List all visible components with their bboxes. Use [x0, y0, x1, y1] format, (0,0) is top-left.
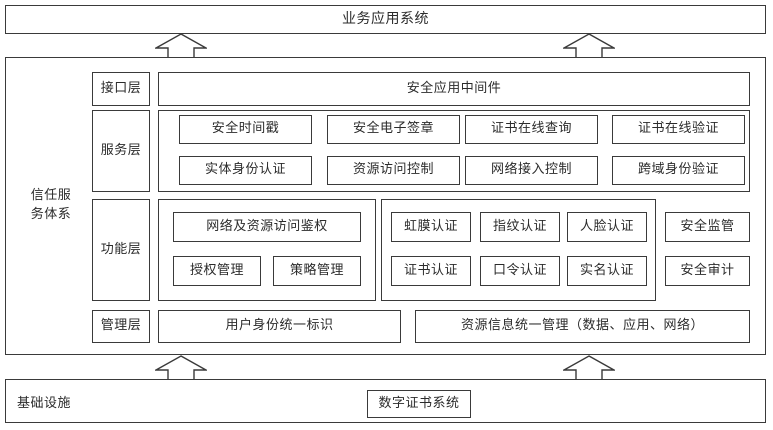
function-item-certificate-auth[interactable]: 证书认证 [391, 256, 471, 286]
arrow-up-right-bottom [563, 355, 615, 380]
arrow-up-left-top [155, 33, 207, 58]
function-item-certificate-auth-label: 证书认证 [403, 262, 458, 278]
function-item-security-audit[interactable]: 安全审计 [665, 256, 750, 286]
function-item-face-auth[interactable]: 人脸认证 [567, 212, 647, 242]
function-item-authorization-management[interactable]: 授权管理 [173, 256, 261, 286]
service-item-resource-access-control[interactable]: 资源访问控制 [327, 156, 460, 185]
arrow-up-right-top [563, 33, 615, 58]
service-item-network-access-control-label: 网络接入控制 [490, 162, 572, 178]
service-item-secure-timestamp-label: 安全时间戳 [211, 121, 280, 137]
function-item-iris-auth[interactable]: 虹膜认证 [391, 212, 471, 242]
layer-label-management-text: 管理层 [100, 318, 142, 334]
trust-service-system-label: 信任服务体系 [30, 188, 72, 222]
management-item-unified-user-identity-label: 用户身份统一标识 [225, 318, 334, 334]
service-item-cert-online-query-label: 证书在线查询 [490, 121, 572, 137]
security-application-middleware-label: 安全应用中间件 [406, 80, 502, 96]
function-item-face-auth-label: 人脸认证 [579, 218, 634, 234]
function-item-policy-management[interactable]: 策略管理 [273, 256, 361, 286]
function-item-security-supervision[interactable]: 安全监管 [665, 212, 750, 242]
service-item-cross-domain-identity-verify-label: 跨域身份验证 [637, 162, 719, 178]
function-item-policy-management-label: 策略管理 [289, 262, 344, 278]
arrow-up-left-bottom [155, 355, 207, 380]
function-item-password-auth[interactable]: 口令认证 [480, 256, 560, 286]
function-item-realname-auth-label: 实名认证 [579, 262, 634, 278]
function-item-network-resource-access-auth[interactable]: 网络及资源访问鉴权 [173, 212, 361, 242]
service-item-secure-timestamp[interactable]: 安全时间戳 [179, 115, 312, 144]
function-item-security-audit-label: 安全审计 [680, 262, 735, 278]
infrastructure-label: 基础设施 [17, 395, 72, 411]
business-application-system-label: 业务应用系统 [342, 11, 429, 28]
infrastructure-label-wrap: 基础设施 [17, 379, 137, 423]
layer-label-interface[interactable]: 接口层 [92, 72, 150, 106]
service-item-cert-online-query[interactable]: 证书在线查询 [465, 115, 598, 144]
service-item-secure-eseal-label: 安全电子签章 [352, 121, 434, 137]
function-item-iris-auth-label: 虹膜认证 [403, 218, 458, 234]
service-item-entity-identity-auth[interactable]: 实体身份认证 [179, 156, 312, 185]
business-application-system-box[interactable]: 业务应用系统 [5, 5, 766, 34]
function-item-fingerprint-auth-label: 指纹认证 [492, 218, 547, 234]
function-item-realname-auth[interactable]: 实名认证 [567, 256, 647, 286]
service-item-cert-online-verify[interactable]: 证书在线验证 [612, 115, 745, 144]
service-item-secure-eseal[interactable]: 安全电子签章 [327, 115, 460, 144]
layer-label-function[interactable]: 功能层 [92, 199, 150, 301]
service-item-cross-domain-identity-verify[interactable]: 跨域身份验证 [612, 156, 745, 185]
layer-label-service-text: 服务层 [100, 142, 142, 158]
security-application-middleware-box[interactable]: 安全应用中间件 [158, 72, 750, 106]
function-item-password-auth-label: 口令认证 [492, 262, 547, 278]
function-item-fingerprint-auth[interactable]: 指纹认证 [480, 212, 560, 242]
infrastructure-item-digital-certificate-system[interactable]: 数字证书系统 [367, 390, 471, 418]
layer-label-interface-text: 接口层 [100, 80, 142, 96]
service-item-network-access-control[interactable]: 网络接入控制 [465, 156, 598, 185]
layer-label-service[interactable]: 服务层 [92, 110, 150, 192]
function-item-network-resource-access-auth-label: 网络及资源访问鉴权 [206, 218, 328, 234]
management-item-unified-resource-management[interactable]: 资源信息统一管理（数据、应用、网络） [415, 310, 750, 343]
infrastructure-item-digital-certificate-system-label: 数字证书系统 [378, 395, 460, 411]
service-item-resource-access-control-label: 资源访问控制 [352, 162, 434, 178]
management-item-unified-user-identity[interactable]: 用户身份统一标识 [158, 310, 401, 343]
management-item-unified-resource-management-label: 资源信息统一管理（数据、应用、网络） [460, 318, 704, 334]
layer-label-function-text: 功能层 [100, 241, 142, 257]
function-item-authorization-management-label: 授权管理 [189, 262, 244, 278]
service-item-entity-identity-auth-label: 实体身份认证 [204, 162, 286, 178]
trust-service-system-label-wrap: 信任服务体系 [10, 57, 92, 355]
service-item-cert-online-verify-label: 证书在线验证 [637, 121, 719, 137]
layer-label-management[interactable]: 管理层 [92, 310, 150, 343]
function-item-security-supervision-label: 安全监管 [680, 218, 735, 234]
